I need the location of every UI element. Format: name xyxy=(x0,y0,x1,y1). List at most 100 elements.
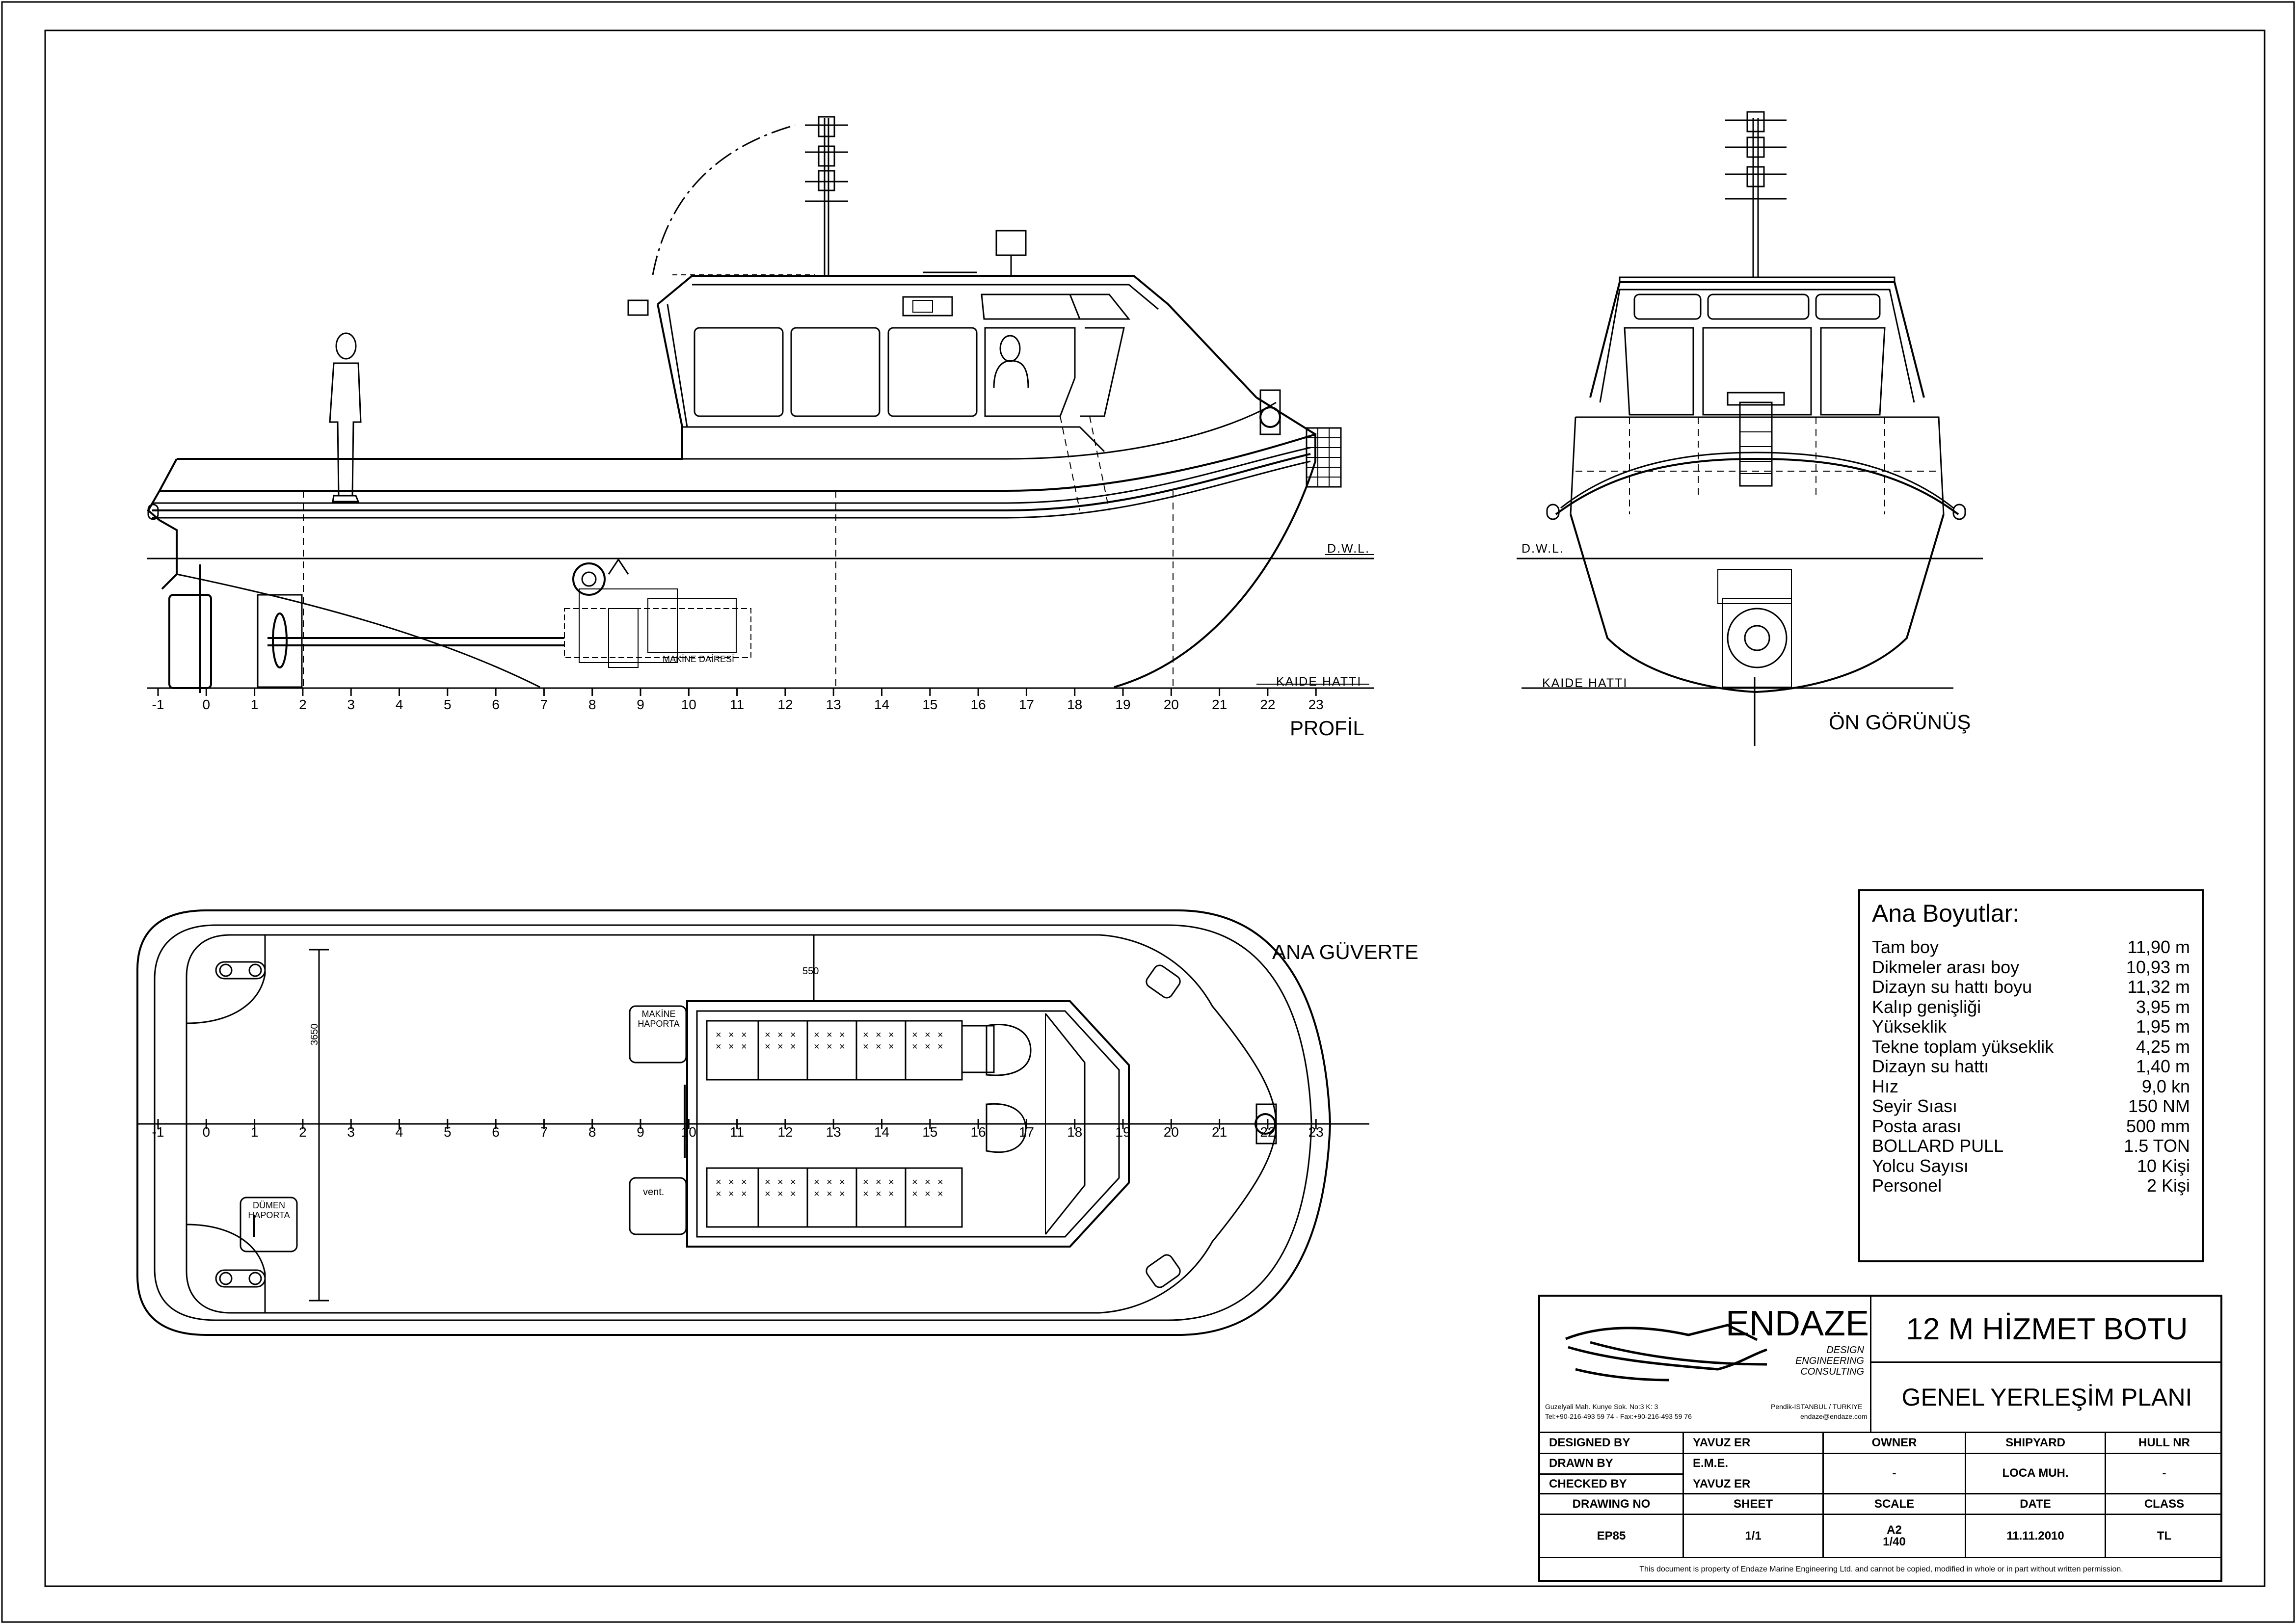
dimension-label: Dizayn su hattı xyxy=(1872,1056,1989,1076)
seat-mark: × xyxy=(765,1189,771,1199)
seat-mark: × xyxy=(888,1041,894,1052)
station-number: 0 xyxy=(202,1124,211,1140)
seat-mark: × xyxy=(728,1177,734,1188)
station-number: -1 xyxy=(152,697,164,712)
seat-mark: × xyxy=(827,1041,832,1052)
station-number: 14 xyxy=(874,697,890,712)
seat-mark: × xyxy=(741,1177,747,1188)
seat-mark: × xyxy=(741,1041,747,1052)
seat-mark: × xyxy=(790,1030,796,1040)
seat-mark: × xyxy=(863,1041,869,1052)
dimension-value: 4,25 m xyxy=(2136,1036,2190,1057)
owner-label: OWNER xyxy=(1871,1436,1917,1449)
dimension-label: Yolcu Sayısı xyxy=(1872,1155,1969,1176)
station-number: 13 xyxy=(826,1124,841,1140)
station-number: 4 xyxy=(395,1124,403,1140)
station-number: 23 xyxy=(1308,1124,1324,1140)
station-number: 2 xyxy=(299,1124,307,1140)
scale-label: SCALE xyxy=(1874,1497,1915,1511)
dimension-label: Yükseklik xyxy=(1872,1016,1947,1037)
seat-mark: × xyxy=(937,1030,943,1040)
seat-mark: × xyxy=(925,1041,931,1052)
dimension-label: Dizayn su hattı boyu xyxy=(1872,977,2032,997)
seat-mark: × xyxy=(888,1030,894,1040)
seat-mark: × xyxy=(728,1030,734,1040)
shipyard-label: SHIPYARD xyxy=(2005,1436,2065,1449)
seat-mark: × xyxy=(912,1177,918,1188)
seat-mark: × xyxy=(937,1189,943,1199)
seat-mark: × xyxy=(912,1041,918,1052)
inner-border xyxy=(44,29,2266,1587)
class-label: CLASS xyxy=(2144,1497,2185,1511)
seat-mark: × xyxy=(888,1189,894,1199)
company-name: ENDAZE xyxy=(1726,1304,1869,1343)
station-number: 17 xyxy=(1018,697,1034,712)
profile-dwl-label: D.W.L. xyxy=(1327,542,1370,556)
drawing-title: GENEL YERLEŞİM PLANI xyxy=(1901,1384,2192,1411)
station-number: 18 xyxy=(1067,1124,1083,1140)
dimension-label: Hız xyxy=(1872,1076,1898,1096)
seat-mark: × xyxy=(827,1030,832,1040)
drawn-by-value: E.M.E. xyxy=(1693,1457,1729,1470)
station-number: 1 xyxy=(250,1124,259,1140)
dimension-label: Tekne toplam yükseklik xyxy=(1872,1036,2054,1057)
seat-mark: × xyxy=(912,1030,918,1040)
station-number: 6 xyxy=(492,697,500,712)
shipyard-value: LOCA MUH. xyxy=(2002,1466,2069,1480)
station-number: 18 xyxy=(1067,697,1083,712)
seat-mark: × xyxy=(716,1030,721,1040)
seat-mark: × xyxy=(790,1177,796,1188)
station-number: 14 xyxy=(874,1124,890,1140)
station-number: 15 xyxy=(922,697,938,712)
designed-by-value: YAVUZ ER xyxy=(1693,1436,1751,1449)
station-number: 21 xyxy=(1212,697,1228,712)
station-number: 22 xyxy=(1260,697,1276,712)
owner-value: - xyxy=(1892,1466,1896,1480)
station-number: 6 xyxy=(492,1124,500,1140)
seat-bench-bottom xyxy=(706,1167,963,1228)
deck-title: ANA GÜVERTE xyxy=(1272,940,1418,963)
project-title: 12 M HİZMET BOTU xyxy=(1906,1312,2188,1346)
seat-mark: × xyxy=(839,1177,845,1188)
station-number: 4 xyxy=(395,697,403,712)
seat-mark: × xyxy=(863,1189,869,1199)
drawing-no-label: DRAWING NO xyxy=(1572,1497,1651,1511)
station-number: 1 xyxy=(250,697,259,712)
seat-mark: × xyxy=(814,1041,820,1052)
seat-mark: × xyxy=(741,1189,747,1199)
dimension-value: 11,90 m xyxy=(2127,937,2190,957)
station-number: 7 xyxy=(540,697,548,712)
dimension-value: 1,95 m xyxy=(2136,1016,2190,1037)
designed-by-label: DESIGNED BY xyxy=(1549,1436,1630,1449)
seat-mark: × xyxy=(790,1041,796,1052)
station-number: 22 xyxy=(1260,1124,1276,1140)
front-view-title: ÖN GÖRÜNÜŞ xyxy=(1829,711,1971,734)
seat-mark: × xyxy=(925,1189,931,1199)
station-number: 20 xyxy=(1163,1124,1179,1140)
station-number: 10 xyxy=(681,1124,696,1140)
dimension-value: 3,95 m xyxy=(2136,996,2190,1017)
station-number: 11 xyxy=(730,1124,745,1140)
station-number: 19 xyxy=(1115,697,1131,712)
seat-mark: × xyxy=(765,1030,771,1040)
dimension-label: Tam boy xyxy=(1872,937,1939,957)
station-number: 7 xyxy=(540,1124,548,1140)
deck-width-dim: 3650 xyxy=(309,1023,320,1046)
hull-nr-label: HULL NR xyxy=(2138,1436,2190,1449)
dimension-value: 9,0 kn xyxy=(2141,1076,2190,1096)
station-number: 3 xyxy=(347,697,355,712)
station-number: 10 xyxy=(681,697,696,712)
dimension-row: Yükseklik 1,95 m xyxy=(1872,1016,2190,1037)
seat-mark: × xyxy=(912,1189,918,1199)
